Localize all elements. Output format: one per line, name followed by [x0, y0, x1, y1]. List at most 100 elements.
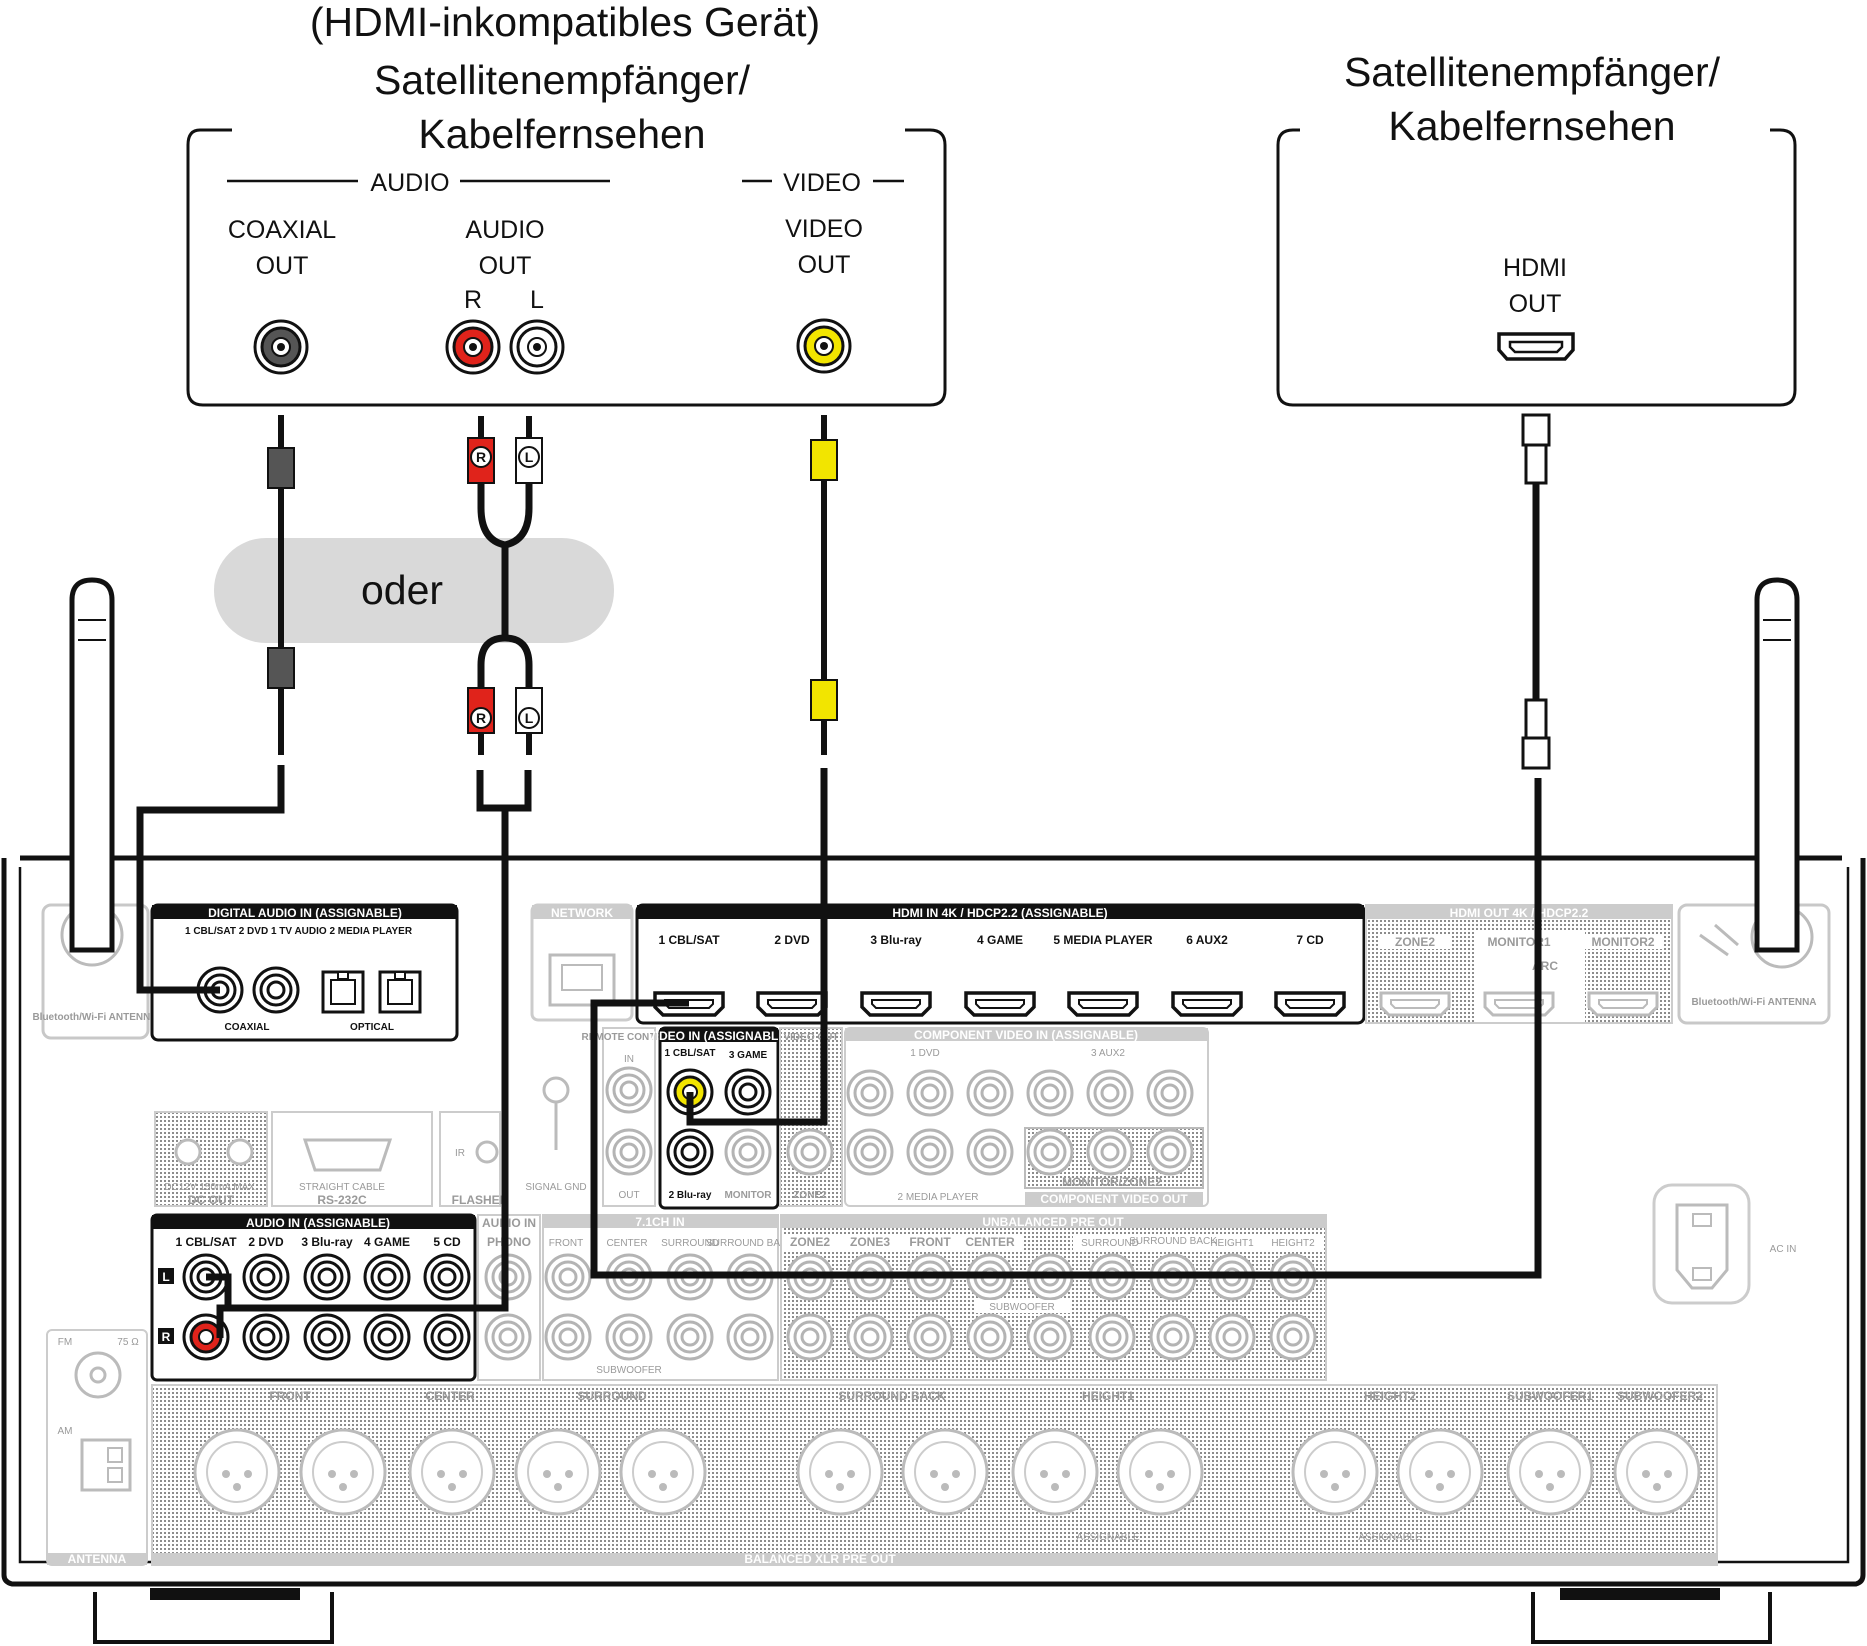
plug-top-r-label: R: [476, 449, 486, 465]
audio-out-l-jack: [509, 319, 565, 375]
pre-out-zone3: ZONE3: [850, 1235, 890, 1249]
video-in-port3: 3 GAME: [729, 1050, 768, 1061]
phono-label: PHONO: [487, 1235, 531, 1249]
pre-out-center: CENTER: [965, 1235, 1015, 1249]
video-in-panel: VIDEO IN (ASSIGNABLE) 1 CBL/SAT 3 GAME 2…: [648, 1026, 791, 1210]
pre-out-surround: SURROUND: [1081, 1238, 1139, 1249]
pre-out-height1: HEIGHT1: [1210, 1238, 1254, 1249]
remote-in-label: IN: [624, 1054, 634, 1065]
video-out-line2: OUT: [798, 251, 851, 279]
video-in-port2: 2 Blu-ray: [669, 1190, 712, 1201]
digital-audio-in-title: DIGITAL AUDIO IN (ASSIGNABLE): [208, 906, 402, 920]
device-right-title-line1: Satellitenempfänger/: [1344, 49, 1721, 95]
audio-in-port-2: 2 DVD: [248, 1235, 284, 1249]
audio-in-short-label: AUDIO IN: [482, 1216, 536, 1230]
video-out-zone2: ZONE2: [793, 1190, 827, 1201]
pre-out-front: FRONT: [909, 1235, 951, 1249]
ch71-port-center: CENTER: [606, 1238, 647, 1249]
audio-in-l-badge: L: [162, 1270, 169, 1284]
bt-antenna-left-label: Bluetooth/Wi-Fi ANTENNA: [32, 1012, 157, 1023]
remote-control-label: REMOTE CONTROL: [582, 1032, 677, 1043]
fm-label: FM: [58, 1337, 72, 1348]
control-ports: DC12V 150mA MAX. DC OUT STRAIGHT CABLE R…: [154, 1076, 587, 1207]
hdmi-in-port-6: 6 AUX2: [1186, 933, 1228, 947]
assignable-label-1: ASSIGNABLE: [1076, 1532, 1140, 1543]
component-video-panel: COMPONENT VIDEO IN (ASSIGNABLE) 1 DVD 3 …: [844, 1027, 1209, 1207]
ac-in-socket: AC IN: [1652, 1183, 1796, 1305]
audio-out-r-label: R: [464, 286, 482, 314]
source-device-right: Satellitenempfänger/ Kabelfernsehen HDMI…: [1276, 49, 1797, 407]
audio-in-r-badge: R: [162, 1330, 171, 1344]
audio-in-port-3: 3 Blu-ray: [301, 1235, 353, 1249]
unbalanced-pre-out-title: UNBALANCED PRE OUT: [982, 1215, 1124, 1229]
component-1-label: 1 DVD: [910, 1048, 939, 1059]
xlr-group-height2: HEIGHT2: [1364, 1389, 1416, 1403]
hdmi-in-panel: HDMI IN 4K / HDCP2.2 (ASSIGNABLE) 1 CBL/…: [635, 903, 1366, 1025]
video-in-title: VIDEO IN (ASSIGNABLE): [648, 1029, 791, 1043]
fm-ohm-label: 75 Ω: [117, 1337, 139, 1348]
hdmi-in-title: HDMI IN 4K / HDCP2.2 (ASSIGNABLE): [892, 906, 1107, 920]
plug-bottom-l-label: L: [525, 710, 534, 726]
device-left-title-line1: (HDMI-inkompatibles Gerät): [310, 0, 820, 45]
video-out-panel: VIDEO OUT MONITOR ZONE2: [724, 1027, 843, 1207]
coaxial-out-jack: [253, 319, 309, 375]
bt-antenna-right-label: Bluetooth/Wi-Fi ANTENNA: [1691, 997, 1816, 1008]
plug-top-l-label: L: [525, 449, 534, 465]
hdmi-in-port-1: 1 CBL/SAT: [658, 933, 720, 947]
ch71-subwoofer-label: SUBWOOFER: [596, 1365, 662, 1376]
ch71-in-title: 7.1CH IN: [635, 1215, 684, 1229]
device-right-title-line2: Kabelfernsehen: [1388, 103, 1675, 149]
or-pill: oder: [214, 538, 614, 643]
hdmi-cable: [590, 413, 1551, 1279]
xlr-group-surround: SURROUND: [577, 1389, 647, 1403]
xlr-group-subwoofer2: SUBWOOFER2: [1617, 1389, 1703, 1403]
device-left-title-line3: Kabelfernsehen: [418, 111, 705, 157]
assignable-label-2: ASSIGNABLE: [1358, 1532, 1422, 1543]
pre-out-zone2: ZONE2: [790, 1235, 830, 1249]
unbalanced-pre-out-panel: UNBALANCED PRE OUT ZONE2 ZONE3 FRONT CEN…: [780, 1214, 1327, 1381]
or-label: oder: [361, 567, 443, 613]
xlr-group-front: FRONT: [269, 1389, 311, 1403]
hdmi-out-monitor2: MONITOR2: [1591, 935, 1654, 949]
audio-in-port-1: 1 CBL/SAT: [175, 1235, 237, 1249]
dc-spec-label: DC12V 150mA MAX.: [164, 1182, 257, 1193]
audio-in-port-5: 5 CD: [433, 1235, 461, 1249]
monitor-zone2-label: MONITOR/ZONE2: [1062, 1175, 1162, 1189]
antenna-right: Bluetooth/Wi-Fi ANTENNA: [1677, 577, 1831, 1025]
analog-inputs-gray: AUDIO IN PHONO 7.1CH IN FRONT CENTER SUR…: [477, 1214, 794, 1381]
component-3-label: 3 AUX2: [1091, 1048, 1125, 1059]
flasher-label: FLASHER: [452, 1193, 509, 1207]
device-left-box: [186, 128, 947, 407]
group-audio-label: AUDIO: [370, 169, 449, 197]
audio-out-l-label: L: [530, 286, 544, 314]
ch71-port-surround-back: SURROUND BACK: [706, 1238, 794, 1249]
balanced-xlr-panel: BALANCED XLR PRE OUT FRONT CENTER SURROU…: [151, 1384, 1718, 1566]
ch71-port-front: FRONT: [549, 1238, 583, 1249]
audio-out-line2: OUT: [479, 252, 532, 280]
component-2-label: 2 MEDIA PLAYER: [898, 1192, 979, 1203]
network-port: NETWORK: [530, 903, 634, 1022]
group-video-label: VIDEO: [783, 169, 861, 197]
coaxial-cable: [136, 415, 295, 994]
hdmi-in-port-2: 2 DVD: [774, 933, 810, 947]
xlr-group-subwoofer1: SUBWOOFER1: [1507, 1389, 1593, 1403]
pre-out-height2: HEIGHT2: [1271, 1238, 1315, 1249]
balanced-xlr-label: BALANCED XLR PRE OUT: [744, 1552, 896, 1566]
component-video-out-label: COMPONENT VIDEO OUT: [1040, 1192, 1188, 1206]
rs232c-label: RS-232C: [317, 1193, 367, 1207]
audio-in-title: AUDIO IN (ASSIGNABLE): [246, 1216, 390, 1230]
digital-audio-in-ports: 1 CBL/SAT 2 DVD 1 TV AUDIO 2 MEDIA PLAYE…: [185, 926, 413, 937]
video-out-jack: [796, 318, 852, 374]
fm-am-antenna-panel: FM 75 Ω AM ANTENNA: [46, 1329, 148, 1566]
hdmi-out-line1: HDMI: [1503, 254, 1567, 282]
digital-audio-in-panel: DIGITAL AUDIO IN (ASSIGNABLE) 1 CBL/SAT …: [150, 903, 459, 1042]
hdmi-in-port-4: 4 GAME: [977, 933, 1023, 947]
audio-in-panel: AUDIO IN (ASSIGNABLE) 1 CBL/SAT 2 DVD 3 …: [150, 1213, 477, 1382]
remote-control-jacks: REMOTE CONTROL IN OUT: [582, 1027, 677, 1207]
dc-out-label: DC OUT: [188, 1193, 235, 1207]
hdmi-in-port-5: 5 MEDIA PLAYER: [1053, 933, 1152, 947]
plug-bottom-r-label: R: [476, 710, 486, 726]
pre-out-surround-back: SURROUND BACK: [1129, 1236, 1217, 1247]
antenna-left: Bluetooth/Wi-Fi ANTENNA: [32, 577, 158, 1040]
